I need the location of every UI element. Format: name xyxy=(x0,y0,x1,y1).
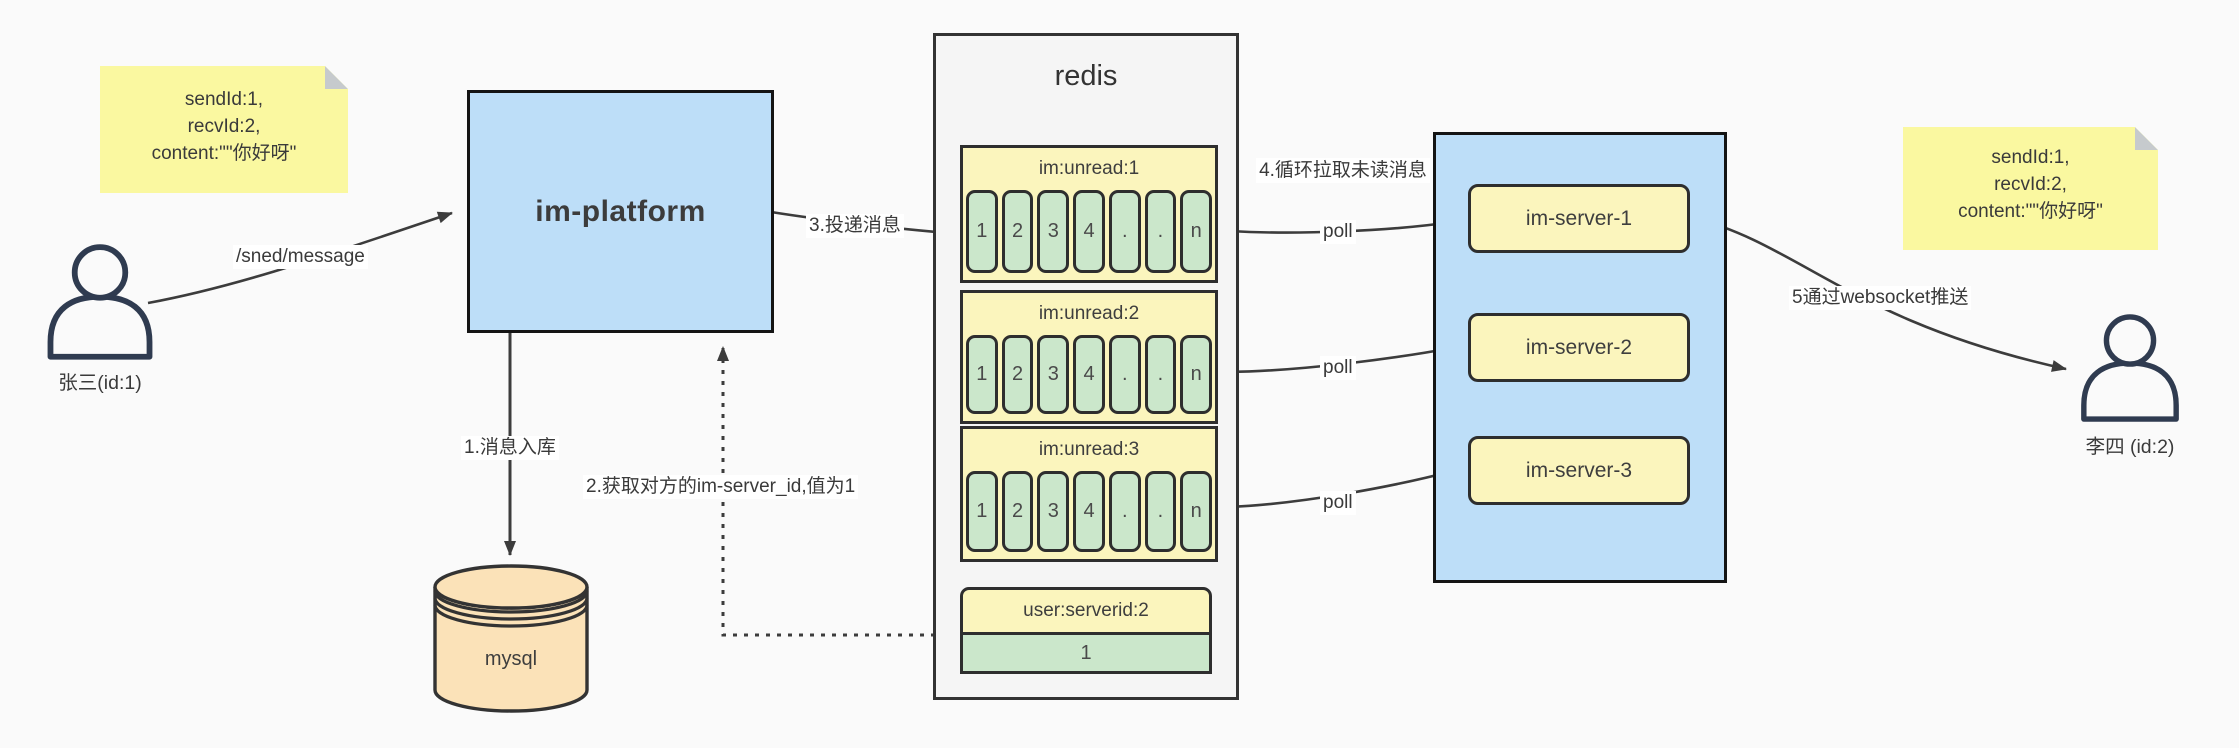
im-server-3-node[interactable]: im-server-3 xyxy=(1468,436,1690,505)
edge-label-send-api: /sned/message xyxy=(233,245,368,269)
queue-cell[interactable]: . xyxy=(1144,335,1177,414)
queue-cell[interactable]: 3 xyxy=(1037,190,1070,273)
im-server-cluster[interactable]: im-server-1 im-server-2 im-server-3 xyxy=(1433,132,1727,583)
redis-container[interactable]: redis im:unread:1 1 2 3 4 . . n im:unrea… xyxy=(933,33,1239,700)
queue-cell[interactable]: n xyxy=(1180,190,1213,273)
note-line: recvId:2, xyxy=(187,116,261,137)
queue-cell[interactable]: 2 xyxy=(1001,335,1034,414)
im-server-2-node[interactable]: im-server-2 xyxy=(1468,313,1690,382)
queue-cell[interactable]: 3 xyxy=(1037,471,1070,552)
note-line: sendId:1, xyxy=(184,89,264,110)
queue-name: im:unread:3 xyxy=(1038,439,1140,460)
queue-cell[interactable]: 4 xyxy=(1073,335,1105,414)
mapping-value: 1 xyxy=(960,635,1212,674)
queue-cell[interactable]: . xyxy=(1108,335,1141,414)
edge-label-websocket-push: 5通过websocket推送 xyxy=(1789,286,1972,310)
receiver-user-icon[interactable]: 李四 (id:2) xyxy=(2077,314,2183,458)
queue-cell[interactable]: . xyxy=(1108,190,1141,273)
queue-cell[interactable]: 2 xyxy=(1001,471,1034,552)
sender-user-icon[interactable]: 张三(id:1) xyxy=(44,244,156,394)
edge-label-poll-loop: 4.循环拉取未读消息 xyxy=(1256,158,1430,183)
edge-label-poll-1: poll xyxy=(1320,220,1356,244)
queue-cell[interactable]: . xyxy=(1144,471,1177,552)
queue-cell[interactable]: n xyxy=(1180,335,1213,414)
queue-cell[interactable]: 1 xyxy=(966,190,998,273)
queue-cell[interactable]: n xyxy=(1180,471,1213,552)
queue-name: im:unread:2 xyxy=(1038,303,1140,324)
queue-cell[interactable]: 1 xyxy=(966,471,998,552)
note-line: recvId:2, xyxy=(1994,174,2067,195)
queue-cell[interactable]: 4 xyxy=(1073,471,1105,552)
queue-im-unread-1[interactable]: im:unread:1 1 2 3 4 . . n xyxy=(960,145,1218,283)
mysql-database-node[interactable]: mysql xyxy=(432,560,590,718)
edge-label-poll-2: poll xyxy=(1320,356,1356,380)
note-fold-icon xyxy=(2135,127,2158,150)
mysql-label: mysql xyxy=(484,648,538,670)
note-fold-icon xyxy=(325,66,348,89)
note-line: content:""你好呀" xyxy=(1958,201,2103,222)
im-server-2-label: im-server-2 xyxy=(1525,335,1633,359)
im-server-1-node[interactable]: im-server-1 xyxy=(1468,184,1690,253)
queue-cell[interactable]: 3 xyxy=(1037,335,1070,414)
note-line: sendId:1, xyxy=(1991,147,2070,168)
receiver-name: 李四 (id:2) xyxy=(2085,436,2175,458)
queue-cell[interactable]: . xyxy=(1144,190,1177,273)
queue-im-unread-3[interactable]: im:unread:3 1 2 3 4 . . n xyxy=(960,426,1218,562)
im-server-3-label: im-server-3 xyxy=(1525,458,1633,482)
sender-name: 张三(id:1) xyxy=(58,372,142,394)
user-serverid-mapping[interactable]: user:serverid:2 1 xyxy=(960,587,1212,674)
queue-cell[interactable]: 1 xyxy=(966,335,998,414)
queue-cell[interactable]: 2 xyxy=(1001,190,1034,273)
note-line: content:""你好呀" xyxy=(151,143,297,164)
im-platform-label: im-platform xyxy=(535,194,706,228)
queue-cell[interactable]: . xyxy=(1108,471,1141,552)
queue-cells: 1 2 3 4 . . n xyxy=(966,190,1213,273)
edge-label-deliver: 3.投递消息 xyxy=(806,214,904,238)
edge-label-store: 1.消息入库 xyxy=(461,436,559,460)
redis-title: redis xyxy=(1054,60,1118,92)
edge-label-poll-3: poll xyxy=(1320,491,1356,515)
sticky-note-receiver[interactable]: sendId:1, recvId:2, content:""你好呀" xyxy=(1903,127,2158,250)
sticky-note-sender[interactable]: sendId:1, recvId:2, content:""你好呀" xyxy=(100,66,348,193)
queue-cells: 1 2 3 4 . . n xyxy=(966,471,1213,552)
mapping-key: user:serverid:2 xyxy=(960,587,1212,635)
database-cylinder-icon xyxy=(433,564,589,713)
queue-cells: 1 2 3 4 . . n xyxy=(966,335,1213,414)
queue-im-unread-2[interactable]: im:unread:2 1 2 3 4 . . n xyxy=(960,290,1218,424)
im-server-1-label: im-server-1 xyxy=(1525,206,1633,230)
queue-name: im:unread:1 xyxy=(1038,158,1140,179)
queue-cell[interactable]: 4 xyxy=(1073,190,1105,273)
im-platform-node[interactable]: im-platform xyxy=(467,90,774,333)
edge-label-lookup: 2.获取对方的im-server_id,值为1 xyxy=(583,475,859,499)
